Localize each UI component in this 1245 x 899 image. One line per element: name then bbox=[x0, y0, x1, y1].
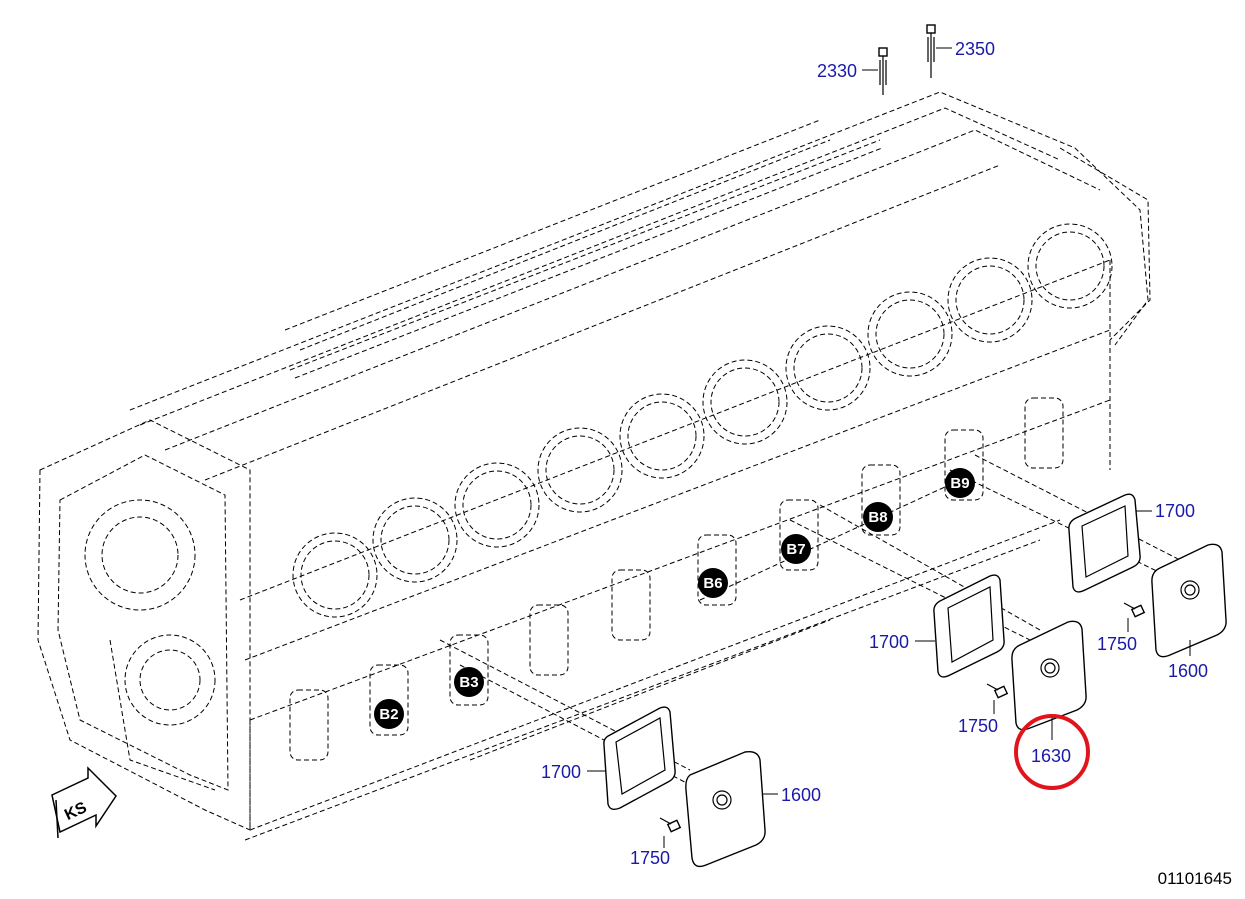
callout-1630[interactable]: 1630 bbox=[1031, 746, 1071, 766]
screw-right[interactable] bbox=[1123, 602, 1146, 632]
bolt-2330[interactable] bbox=[862, 47, 888, 95]
bank-marker-b9: B9 bbox=[945, 468, 975, 498]
callout-1750-middle[interactable]: 1750 bbox=[958, 716, 998, 736]
callout-1700-upper-right[interactable]: 1700 bbox=[1155, 501, 1195, 521]
gasket-middle[interactable] bbox=[915, 574, 1005, 678]
gasket-lower[interactable] bbox=[587, 706, 676, 811]
callout-1600-lower[interactable]: 1600 bbox=[781, 785, 821, 805]
bank-marker-b8: B8 bbox=[863, 502, 893, 532]
bank-marker-b6: B6 bbox=[698, 568, 728, 598]
bank-marker-b7: B7 bbox=[781, 534, 811, 564]
screw-middle[interactable] bbox=[986, 683, 1009, 714]
cover-highlighted[interactable] bbox=[1011, 620, 1087, 740]
svg-text:B3: B3 bbox=[459, 674, 478, 691]
gasket-upper-right[interactable] bbox=[1068, 493, 1152, 593]
svg-text:B8: B8 bbox=[868, 509, 887, 526]
bolt-2350[interactable] bbox=[926, 24, 952, 78]
cover-right[interactable] bbox=[1151, 543, 1227, 658]
svg-text:B9: B9 bbox=[950, 475, 969, 492]
callout-1600-right[interactable]: 1600 bbox=[1168, 661, 1208, 681]
callout-1750-right[interactable]: 1750 bbox=[1097, 634, 1137, 654]
callout-1750-lower[interactable]: 1750 bbox=[630, 848, 670, 868]
callout-2330[interactable]: 2330 bbox=[817, 61, 857, 81]
inspection-openings bbox=[289, 397, 1064, 761]
bank-marker-b2: B2 bbox=[374, 699, 404, 729]
document-number: 01101645 bbox=[1158, 869, 1232, 888]
bank-marker-b3: B3 bbox=[454, 667, 484, 697]
svg-text:B2: B2 bbox=[379, 706, 398, 723]
screw-lower[interactable] bbox=[659, 817, 682, 848]
cylinder-bores bbox=[292, 223, 1113, 618]
svg-text:B6: B6 bbox=[703, 575, 722, 592]
callout-1700-middle[interactable]: 1700 bbox=[869, 632, 909, 652]
ks-direction-arrow: KS bbox=[51, 766, 117, 839]
callout-1700-lower[interactable]: 1700 bbox=[541, 762, 581, 782]
highlight-circle bbox=[1014, 714, 1090, 790]
engine-block-outline bbox=[37, 91, 1181, 841]
svg-text:B7: B7 bbox=[786, 541, 805, 558]
callout-2350[interactable]: 2350 bbox=[955, 39, 995, 59]
cover-lower[interactable] bbox=[685, 750, 778, 868]
